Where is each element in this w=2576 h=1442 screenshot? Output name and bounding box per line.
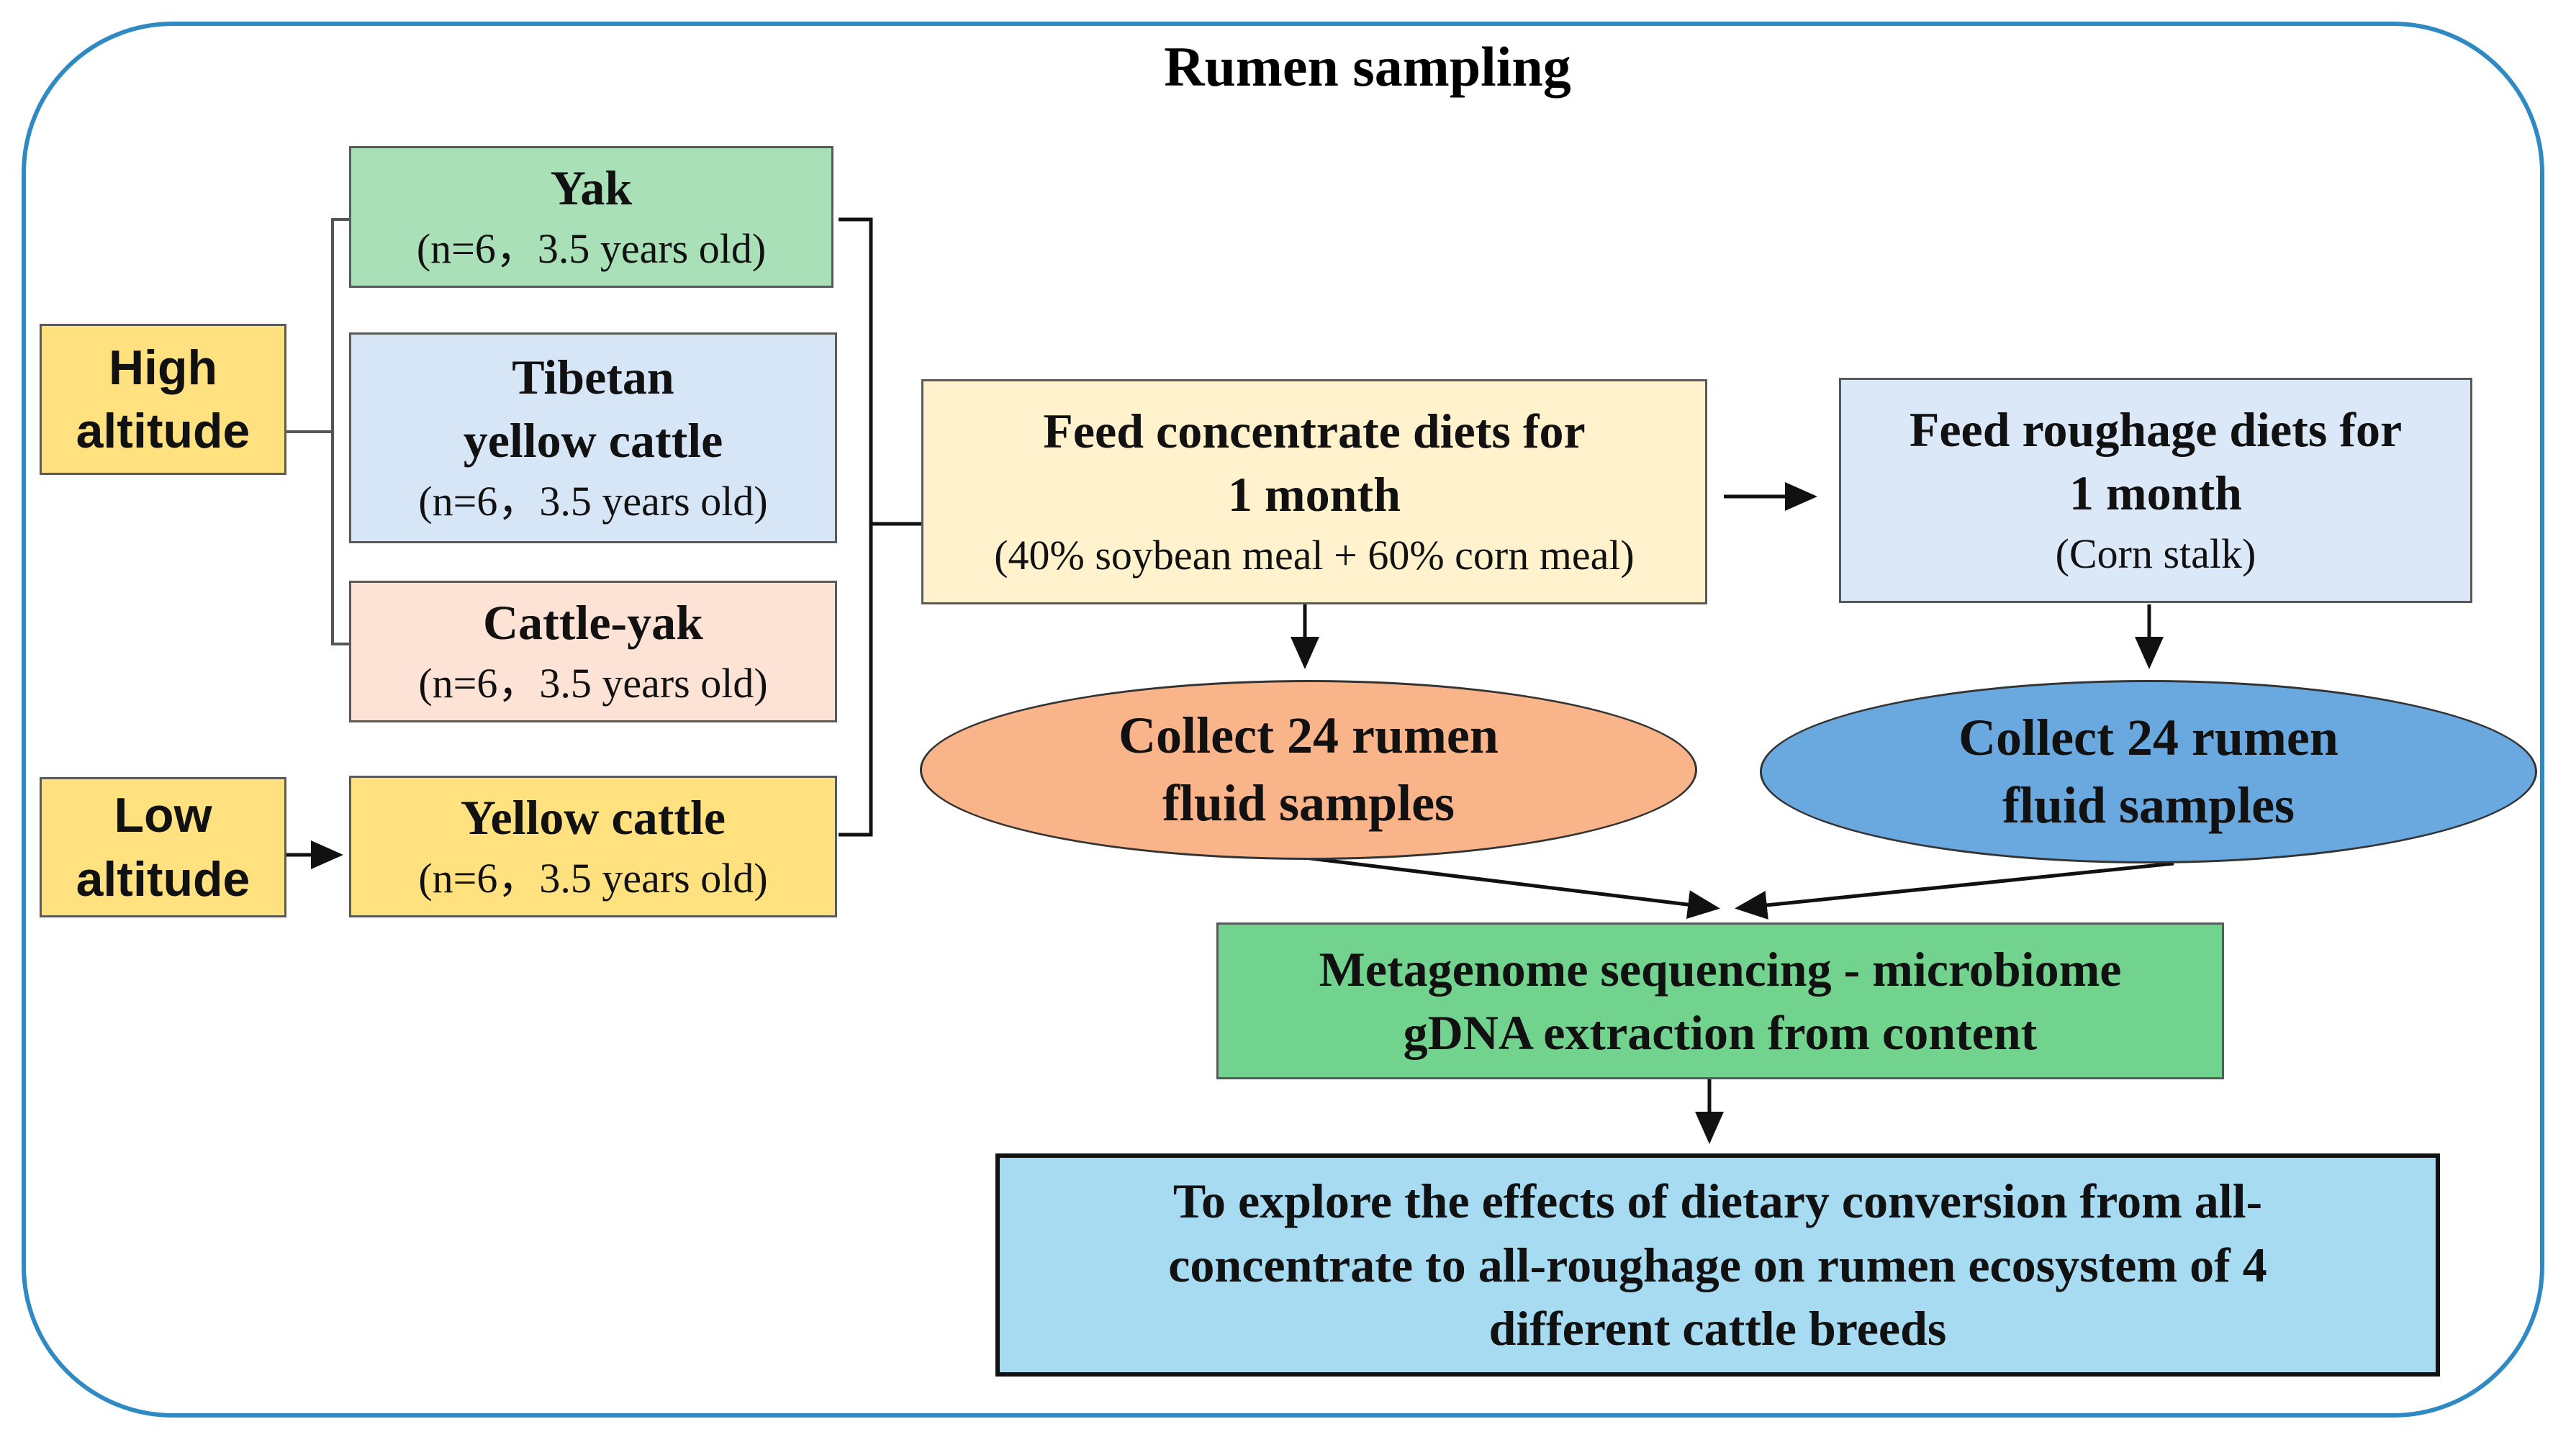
objective-line-1: To explore the effects of dietary conver…	[1172, 1174, 2263, 1229]
collect-right-to-metagenome-arrow	[1735, 861, 2174, 920]
low-altitude-line-1: Low	[114, 788, 212, 843]
high-altitude-line-2: altitude	[76, 404, 250, 458]
breed-yellow-cattle-name: Yellow cattle	[460, 789, 726, 845]
collect-left-line-2: fluid samples	[1162, 774, 1455, 832]
concentrate-line-2: 1 month	[1228, 466, 1401, 522]
breed-yellow-cattle-detail: (n=6，3.5 years old)	[418, 855, 768, 902]
breed-tibetan-name-line-2: yellow cattle	[463, 412, 723, 468]
roughage-line-1: Feed roughage diets for	[1909, 402, 2403, 457]
outer-frame	[22, 22, 2544, 1418]
roughage-diet-box: Feed roughage diets for 1 month (Corn st…	[1839, 378, 2472, 603]
concentrate-line-1: Feed concentrate diets for	[1043, 403, 1586, 458]
breed-cattle-yak-name: Cattle-yak	[483, 594, 703, 650]
roughage-detail: (Corn stalk)	[2055, 530, 2256, 578]
breed-cattle-yak-detail: (n=6，3.5 years old)	[418, 660, 768, 707]
collect-samples-concentrate-ellipse: Collect 24 rumen fluid samples	[920, 680, 1697, 860]
breed-cattle-yak-box: Cattle-yak (n=6，3.5 years old)	[349, 581, 837, 722]
objective-line-3: different cattle breeds	[1488, 1301, 1947, 1356]
breed-yak-detail: (n=6，3.5 years old)	[416, 225, 767, 273]
metagenome-line-1: Metagenome sequencing - microbiome	[1319, 941, 2122, 997]
collect-left-line-1: Collect 24 rumen	[1118, 707, 1499, 765]
breed-yak-box: Yak (n=6，3.5 years old)	[349, 146, 833, 288]
breeds-bracket	[839, 217, 921, 837]
roughage-line-2: 1 month	[2069, 465, 2242, 520]
metagenome-sequencing-box: Metagenome sequencing - microbiome gDNA …	[1216, 922, 2224, 1079]
collect-samples-roughage-ellipse: Collect 24 rumen fluid samples	[1760, 680, 2537, 863]
collect-right-line-2: fluid samples	[2002, 776, 2295, 834]
low-altitude-box: Low altitude	[40, 777, 286, 917]
high-altitude-box: High altitude	[40, 324, 286, 475]
collect-right-line-1: Collect 24 rumen	[1958, 708, 2338, 766]
high-altitude-bracket	[286, 218, 349, 645]
breed-tibetan-name-line-1: Tibetan	[512, 349, 674, 404]
breed-yak-name: Yak	[550, 160, 633, 215]
collect-left-to-metagenome-arrow	[1304, 856, 1720, 919]
diagram-title: Rumen sampling	[1164, 35, 1571, 98]
objective-line-2: concentrate to all-roughage on rumen eco…	[1168, 1237, 2267, 1292]
concentrate-detail: (40% soybean meal + 60% corn meal)	[994, 532, 1635, 579]
concentrate-diet-box: Feed concentrate diets for 1 month (40% …	[921, 379, 1707, 604]
low-altitude-line-2: altitude	[76, 851, 250, 907]
breed-yellow-cattle-box: Yellow cattle (n=6，3.5 years old)	[349, 776, 837, 917]
study-objective-box: To explore the effects of dietary conver…	[995, 1153, 2440, 1377]
breed-tibetan-box: Tibetan yellow cattle (n=6，3.5 years old…	[349, 332, 837, 543]
breed-tibetan-detail: (n=6，3.5 years old)	[418, 478, 768, 525]
high-altitude-line-1: High	[108, 340, 218, 395]
metagenome-line-2: gDNA extraction from content	[1403, 1005, 2038, 1060]
